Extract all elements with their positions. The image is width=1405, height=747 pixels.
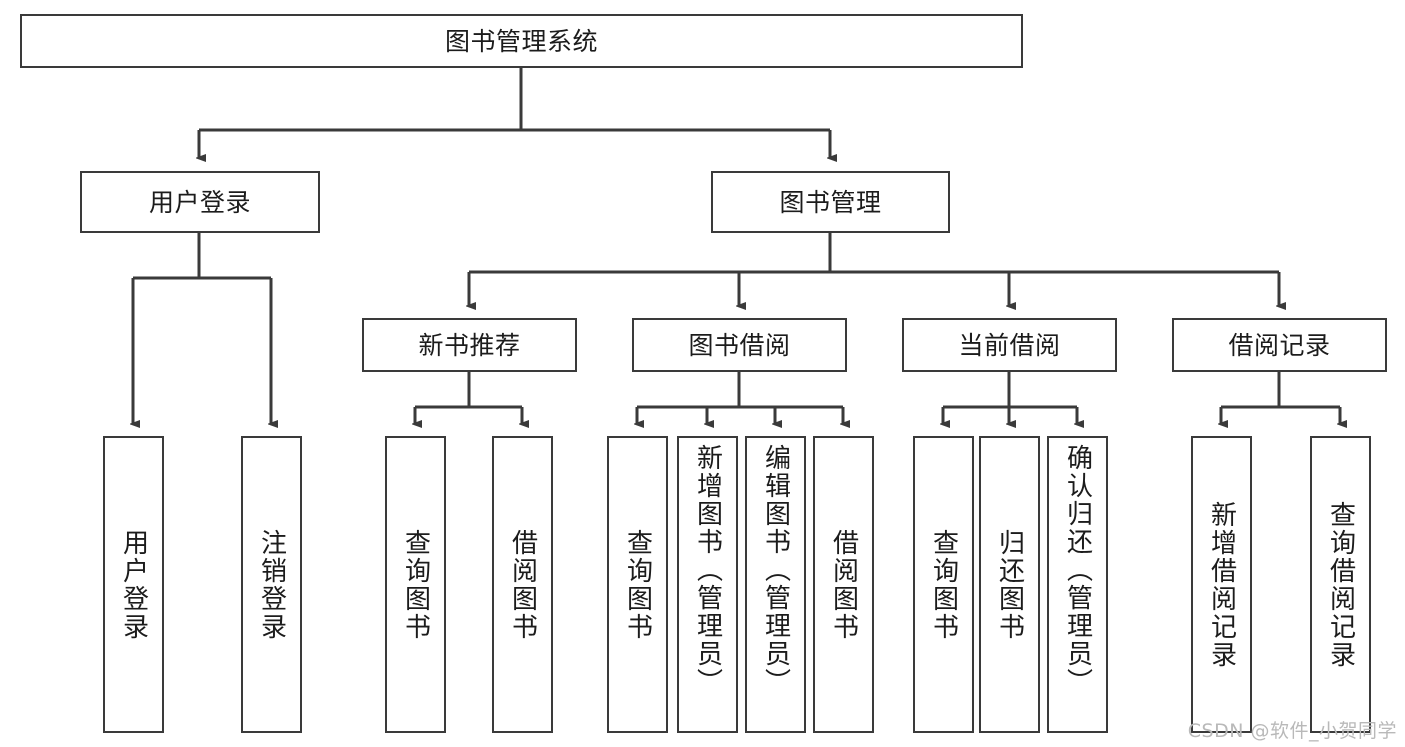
node-book-borrow-label: 图书借阅: [688, 330, 791, 360]
leaf-return-book[interactable]: 归还图书: [979, 436, 1040, 733]
node-borrow-record-label: 借阅记录: [1228, 330, 1331, 360]
node-book-manage-label: 图书管理: [779, 187, 882, 217]
leaf-user-login[interactable]: 用户登录: [103, 436, 164, 733]
leaf-edit-book[interactable]: 编辑图书（管理员）: [745, 436, 806, 733]
leaf-query-book-2[interactable]: 查询图书: [607, 436, 668, 733]
node-book-manage[interactable]: 图书管理: [711, 171, 950, 233]
leaf-query-record-label: 查询借阅记录: [1325, 500, 1356, 669]
node-current-borrow[interactable]: 当前借阅: [902, 318, 1117, 372]
leaf-borrow-book-1-label: 借阅图书: [507, 528, 538, 641]
node-current-borrow-label: 当前借阅: [958, 330, 1061, 360]
leaf-add-book[interactable]: 新增图书（管理员）: [677, 436, 738, 733]
leaf-user-logout[interactable]: 注销登录: [241, 436, 302, 733]
node-borrow-record[interactable]: 借阅记录: [1172, 318, 1387, 372]
leaf-add-record-label: 新增借阅记录: [1206, 500, 1237, 669]
leaf-borrow-book-1[interactable]: 借阅图书: [492, 436, 553, 733]
leaf-query-book-1[interactable]: 查询图书: [385, 436, 446, 733]
leaf-query-book-3[interactable]: 查询图书: [913, 436, 974, 733]
leaf-add-record[interactable]: 新增借阅记录: [1191, 436, 1252, 733]
node-new-book-recommend-label: 新书推荐: [418, 330, 521, 360]
leaf-borrow-book-2-label: 借阅图书: [828, 528, 859, 641]
watermark-text: CSDN @软件_小贺同学: [1187, 720, 1397, 742]
leaf-borrow-book-2[interactable]: 借阅图书: [813, 436, 874, 733]
leaf-query-book-3-label: 查询图书: [928, 528, 959, 641]
leaf-query-book-1-label: 查询图书: [400, 528, 431, 641]
node-new-book-recommend[interactable]: 新书推荐: [362, 318, 577, 372]
node-user-login[interactable]: 用户登录: [80, 171, 320, 233]
node-book-borrow[interactable]: 图书借阅: [632, 318, 847, 372]
node-root-label: 图书管理系统: [444, 26, 598, 56]
leaf-query-book-2-label: 查询图书: [622, 528, 653, 641]
leaf-confirm-return[interactable]: 确认归还（管理员）: [1047, 436, 1108, 733]
leaf-user-login-label: 用户登录: [118, 528, 149, 641]
leaf-query-record[interactable]: 查询借阅记录: [1310, 436, 1371, 733]
leaf-return-book-label: 归还图书: [994, 528, 1025, 641]
leaf-confirm-return-label: 确认归还（管理员）: [1062, 444, 1093, 696]
node-user-login-label: 用户登录: [148, 187, 251, 217]
leaf-user-logout-label: 注销登录: [256, 528, 287, 641]
leaf-edit-book-label: 编辑图书（管理员）: [760, 444, 791, 696]
node-root[interactable]: 图书管理系统: [20, 14, 1023, 68]
leaf-add-book-label: 新增图书（管理员）: [692, 444, 723, 696]
